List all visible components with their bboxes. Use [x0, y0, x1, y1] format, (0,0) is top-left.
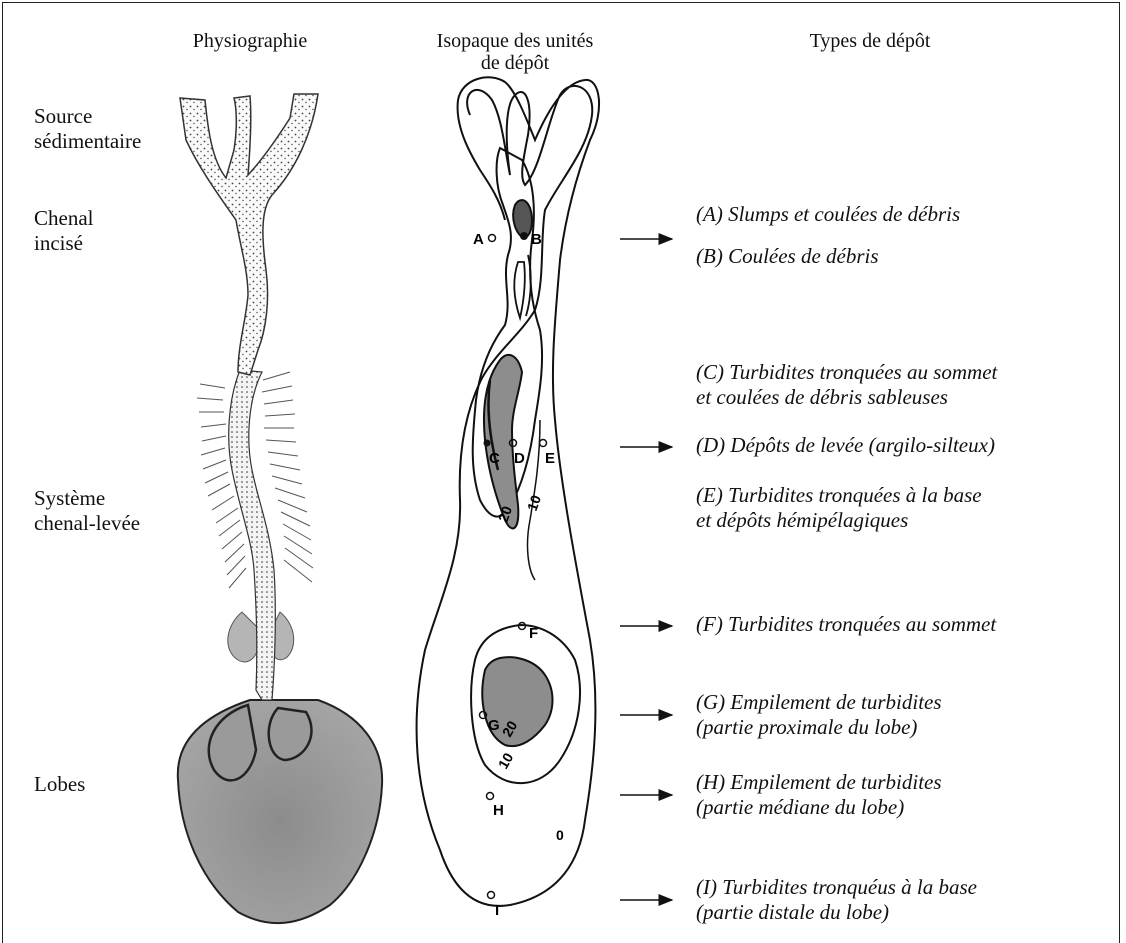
isopach-label-10-upper: 10 — [524, 493, 544, 513]
channel-upper — [180, 94, 318, 375]
physiography-drawing — [178, 94, 382, 923]
deposit-A: (A) Slumps et coulées de débris — [696, 202, 960, 227]
deposit-E-line1: (E) Turbidites tronquées à la base — [696, 483, 982, 508]
deposit-A-line1: (A) Slumps et coulées de débris — [696, 202, 960, 227]
point-C-label: C — [489, 450, 500, 467]
deposit-B-line1: (B) Coulées de débris — [696, 244, 879, 269]
deposit-arrows — [620, 239, 672, 900]
deposit-H: (H) Empilement de turbidites (partie méd… — [696, 770, 942, 820]
deposit-E: (E) Turbidites tronquées à la base et dé… — [696, 483, 982, 533]
point-F-label: F — [529, 625, 538, 642]
sample-points: A B C D E F G H I — [473, 231, 555, 919]
point-I-label: I — [495, 902, 499, 919]
deposit-D-line1: (D) Dépôts de levée (argilo-silteux) — [696, 433, 995, 458]
deposit-H-line1: (H) Empilement de turbidites — [696, 770, 942, 795]
point-A-label: A — [473, 231, 484, 248]
deposit-E-line2: et dépôts hémipélagiques — [696, 508, 982, 533]
point-H-label: H — [493, 802, 504, 819]
isopach-map — [417, 77, 599, 906]
point-B-label: B — [531, 231, 542, 248]
deposit-F-line1: (F) Turbidites tronquées au sommet — [696, 612, 996, 637]
deposit-F: (F) Turbidites tronquées au sommet — [696, 612, 996, 637]
deposit-G-line2: (partie proximale du lobe) — [696, 715, 942, 740]
point-G-label: G — [488, 717, 500, 734]
deposit-D: (D) Dépôts de levée (argilo-silteux) — [696, 433, 995, 458]
deposit-C: (C) Turbidites tronquées au sommet et co… — [696, 360, 997, 410]
deposit-I-line1: (I) Turbidites tronquéus à la base — [696, 875, 977, 900]
deposit-C-line1: (C) Turbidites tronquées au sommet — [696, 360, 997, 385]
point-D-label: D — [514, 450, 525, 467]
point-E-label: E — [545, 450, 555, 467]
deposit-H-line2: (partie médiane du lobe) — [696, 795, 942, 820]
deposit-B: (B) Coulées de débris — [696, 244, 879, 269]
deposit-I-line2: (partie distale du lobe) — [696, 900, 977, 925]
deposit-I: (I) Turbidites tronquéus à la base (part… — [696, 875, 977, 925]
isopach-label-10-lobe: 10 — [495, 750, 517, 772]
isopach-label-0: 0 — [556, 827, 564, 843]
deposit-G-line1: (G) Empilement de turbidites — [696, 690, 942, 715]
deposit-G: (G) Empilement de turbidites (partie pro… — [696, 690, 942, 740]
deposit-C-line2: et coulées de débris sableuses — [696, 385, 997, 410]
